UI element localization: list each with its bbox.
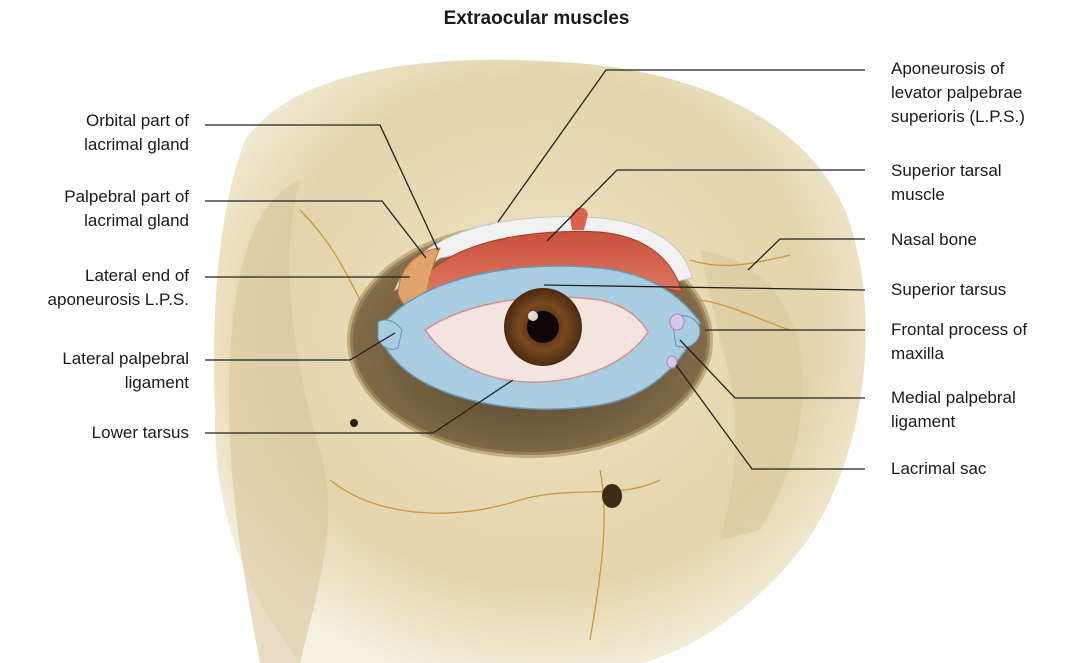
label-lacrimal-sac: Lacrimal sac xyxy=(891,457,986,481)
label-medial-palpebral-ligament: Medial palpebral ligament xyxy=(891,386,1016,434)
label-frontal-process-maxilla: Frontal process of maxilla xyxy=(891,318,1027,366)
label-superior-tarsus: Superior tarsus xyxy=(891,278,1006,302)
label-nasal-bone: Nasal bone xyxy=(891,228,977,252)
label-aponeurosis-lps: Aponeurosis of levator palpebrae superio… xyxy=(891,57,1025,129)
label-lower-tarsus: Lower tarsus xyxy=(92,421,189,445)
label-lateral-end-aponeurosis: Lateral end of aponeurosis L.P.S. xyxy=(48,264,189,312)
infraorbital-foramen xyxy=(602,484,622,508)
lacrimal-sac-lower xyxy=(667,356,677,368)
label-palpebral-part-lacrimal-gland: Palpebral part of lacrimal gland xyxy=(64,185,189,233)
label-orbital-part-lacrimal-gland: Orbital part of lacrimal gland xyxy=(84,109,189,157)
label-lateral-palpebral-ligament: Lateral palpebral ligament xyxy=(62,347,189,395)
iris-highlight xyxy=(528,311,538,321)
lacrimal-sac-shape xyxy=(670,314,684,330)
supraorbital-foramen xyxy=(350,419,358,427)
label-superior-tarsal-muscle: Superior tarsal muscle xyxy=(891,159,1002,207)
